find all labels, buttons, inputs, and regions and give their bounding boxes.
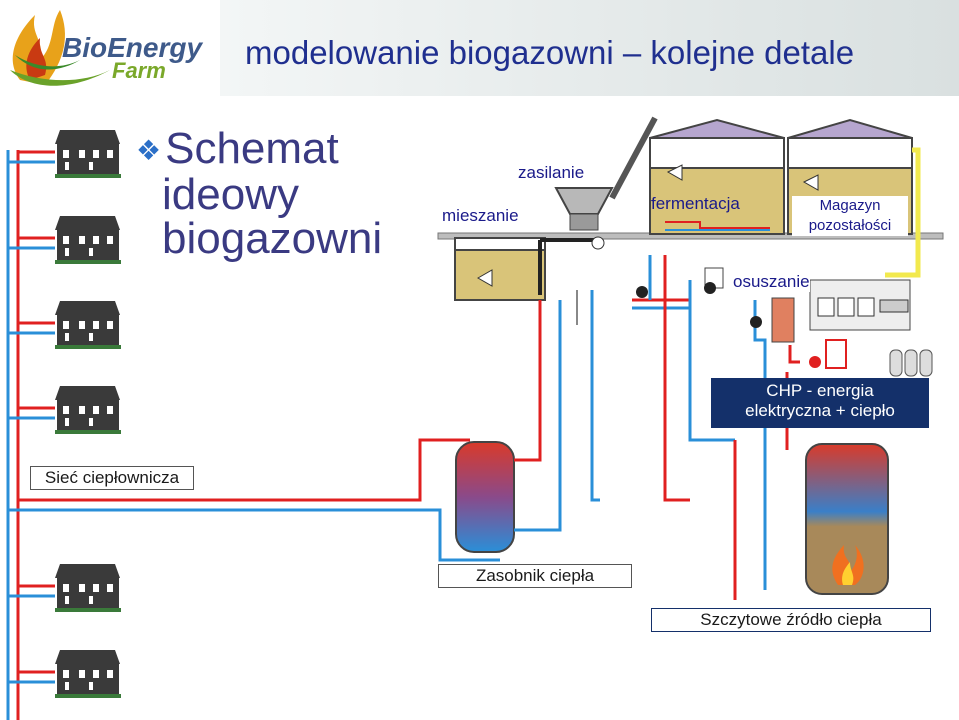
label-siec-cieplownicza: Sieć ciepłownicza — [30, 466, 194, 490]
storage-propeller-icon — [802, 174, 819, 191]
pump-icon — [704, 282, 716, 294]
return-line — [8, 508, 500, 562]
label-chp: CHP - energia elektryczna + ciepło — [711, 378, 929, 428]
bullet-line-1: Schemat — [165, 124, 339, 173]
feeder-hopper — [554, 187, 614, 231]
mixer-cold-pipe — [590, 290, 600, 502]
mixer-propeller-icon — [476, 269, 493, 287]
bullet-line-3: biogazowni — [162, 214, 383, 264]
pump-icon — [636, 286, 648, 298]
page-title: modelowanie biogazowni – kolejne detale — [245, 34, 855, 71]
house-icon — [55, 130, 121, 698]
label-chp-line-2: elektryczna + ciepło — [745, 401, 895, 420]
bullet-line-2: ideowy — [162, 170, 299, 220]
logo-text-bioenergy: BioEnergy — [62, 32, 203, 63]
label-fermentacja: fermentacja — [651, 194, 740, 213]
label-mieszanie: mieszanie — [442, 206, 519, 226]
pump-icon — [750, 316, 762, 328]
logo-text-farm: Farm — [112, 58, 166, 83]
label-magazyn: Magazyn pozostałości — [792, 196, 908, 236]
label-magazyn-line-2: pozostałości — [808, 217, 892, 234]
gas-cylinders-icon — [889, 349, 933, 377]
gas-line — [885, 147, 921, 278]
pump-icon — [809, 356, 821, 368]
boiler-coil — [825, 339, 847, 369]
diamond-bullet-icon: ❖ — [136, 135, 162, 167]
chp-engine-icon — [809, 279, 911, 331]
label-zasilanie: zasilanie — [518, 163, 585, 182]
pump-icon — [591, 236, 605, 250]
conveyor — [609, 116, 658, 200]
label-szczytowe-zrodlo: Szczytowe źródło ciepła — [651, 608, 931, 632]
label-chp-line-1: CHP - energia — [766, 381, 874, 400]
mixing-tank — [454, 237, 546, 301]
header-band — [220, 0, 959, 96]
logo-flame-icon — [10, 10, 110, 86]
bioenergy-farm-logo: BioEnergy Farm — [0, 0, 220, 96]
heat-exchanger — [771, 297, 795, 343]
heat-storage-tank — [455, 441, 515, 553]
label-magazyn-line-1: Magazyn — [819, 197, 881, 214]
label-zasobnik-ciepla: Zasobnik ciepła — [438, 564, 632, 588]
fermenter-propeller-icon — [666, 164, 683, 181]
label-osuszanie: osuszanie — [733, 272, 810, 292]
supply-line — [18, 438, 470, 502]
peak-heat-boiler — [805, 443, 889, 595]
fermentation-tank — [649, 118, 785, 235]
bullet-text: ❖Schemat ideowy biogazowni — [136, 127, 382, 261]
house-branches — [8, 150, 55, 684]
